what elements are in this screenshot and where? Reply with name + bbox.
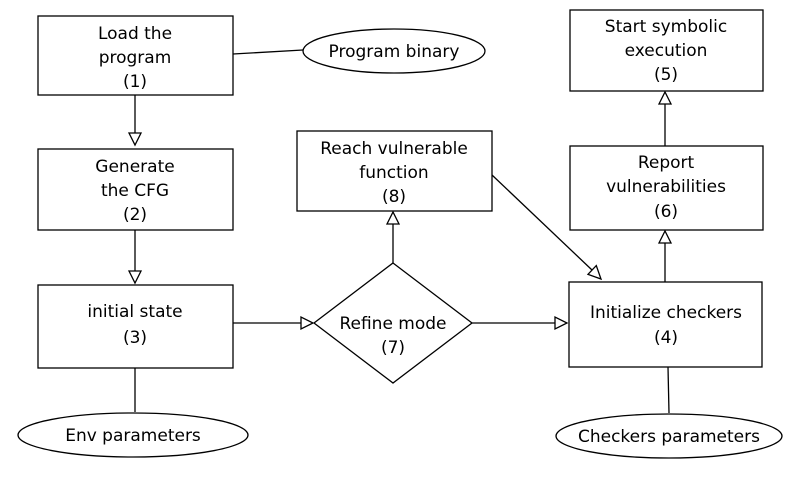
node-6-line2: vulnerabilities bbox=[606, 177, 726, 197]
node-2-line2: the CFG bbox=[101, 181, 169, 201]
arrowhead-1-to-2 bbox=[127, 132, 143, 147]
node-6-number: (6) bbox=[654, 202, 678, 222]
edge-8-to-4 bbox=[491, 174, 593, 271]
node-1-number: (1) bbox=[123, 72, 147, 92]
input-env-parameters-label: Env parameters bbox=[65, 426, 201, 446]
node-2-number: (2) bbox=[123, 205, 147, 225]
input-checkers-parameters-label: Checkers parameters bbox=[578, 427, 760, 447]
node-reach-vulnerable-function: Reach vulnerable function (8) bbox=[296, 130, 493, 212]
arrowhead-6-to-5 bbox=[657, 90, 673, 105]
arrowhead-4-to-6 bbox=[657, 229, 673, 244]
node-7-number: (7) bbox=[381, 338, 405, 358]
input-checkers-parameters: Checkers parameters bbox=[555, 413, 783, 459]
arrowhead-2-to-3 bbox=[127, 270, 143, 285]
node-8-number: (8) bbox=[382, 187, 406, 207]
arrowhead-7-to-8 bbox=[385, 210, 401, 225]
node-initial-state: initial state (3) bbox=[37, 284, 234, 369]
node-1-line1: Load the bbox=[98, 24, 172, 44]
input-env-parameters: Env parameters bbox=[17, 412, 249, 458]
input-program-binary: Program binary bbox=[302, 28, 486, 74]
node-7-line1: Refine mode bbox=[339, 314, 446, 334]
node-8-line2: function bbox=[359, 163, 428, 183]
node-load-program: Load the program (1) bbox=[37, 15, 234, 96]
node-5-number: (5) bbox=[654, 65, 678, 85]
node-3-number: (3) bbox=[123, 328, 147, 348]
input-program-binary-label: Program binary bbox=[329, 42, 460, 62]
node-5-line1: Start symbolic bbox=[605, 17, 727, 37]
arrowhead-7-to-4 bbox=[554, 315, 569, 331]
node-5-line2: execution bbox=[625, 41, 708, 61]
node-report-vulnerabilities: Report vulnerabilities (6) bbox=[569, 145, 764, 231]
node-3-line1: initial state bbox=[87, 302, 182, 322]
node-2-line1: Generate bbox=[95, 157, 174, 177]
arrowhead-3-to-7 bbox=[300, 315, 315, 331]
node-1-line2: program bbox=[99, 48, 172, 68]
node-8-line1: Reach vulnerable bbox=[320, 139, 468, 159]
node-generate-cfg: Generate the CFG (2) bbox=[37, 148, 234, 231]
arrowhead-8-to-4 bbox=[586, 264, 603, 281]
node-start-symbolic-execution: Start symbolic execution (5) bbox=[569, 9, 764, 92]
node-6-line1: Report bbox=[638, 153, 695, 173]
node-refine-mode: Refine mode (7) bbox=[312, 262, 474, 384]
node-4-line1: Initialize checkers bbox=[590, 303, 742, 323]
edge-load-to-program-binary bbox=[232, 49, 304, 55]
node-initialize-checkers: Initialize checkers (4) bbox=[568, 281, 763, 368]
edge-4-to-checkers-parameters bbox=[667, 366, 670, 414]
node-4-number: (4) bbox=[654, 328, 678, 348]
